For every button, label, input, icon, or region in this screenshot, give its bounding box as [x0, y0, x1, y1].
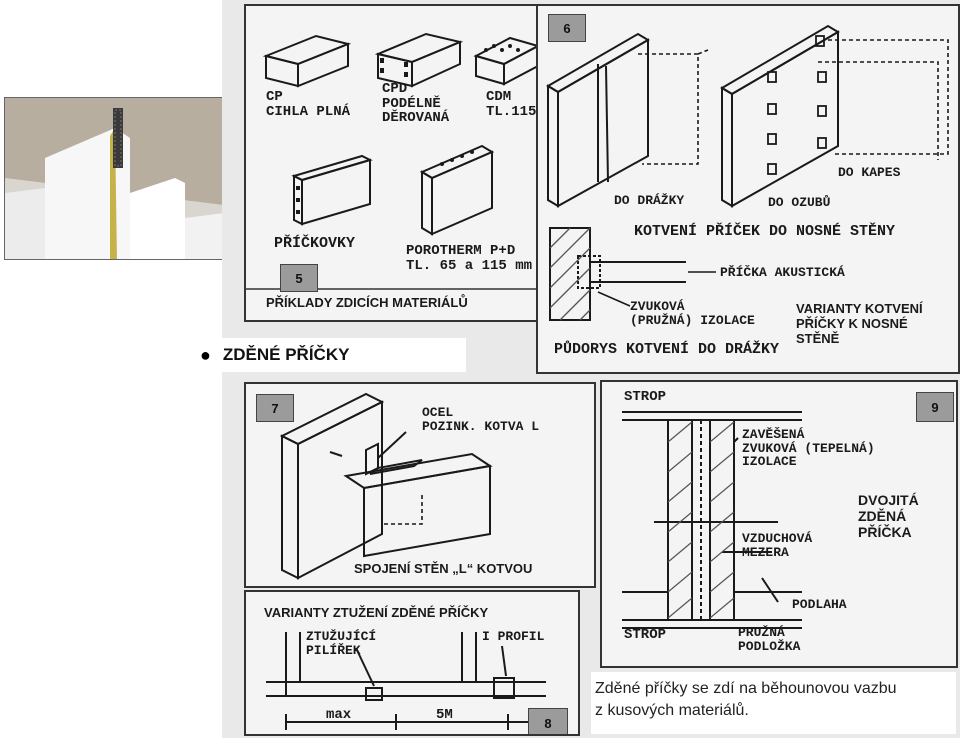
panel-8-drawing [266, 632, 546, 730]
label-ztuzujici-pilirek: ZTUŽUJÍCÍ PILÍŘEK [306, 629, 377, 658]
label-strop-top: STROP [624, 389, 667, 405]
label-kotveni: KOTVENÍ PŘÍČEK DO NOSNÉ STĚNY [634, 223, 896, 240]
label-ocel-kotva: OCEL POZINK. KOTVA L [422, 405, 540, 434]
panel-9-number: 9 [916, 392, 954, 422]
panel-8-title: VARIANTY ZTUŽENÍ ZDĚNÉ PŘÍČKY [264, 605, 489, 620]
panel-8-reinforcement: VARIANTY ZTUŽENÍ ZDĚNÉ PŘÍČKY ZTUŽUJÍCÍ … [244, 590, 580, 736]
panel-7-l-anchor: 7 OCEL POZINK. KOTVA L SPOJENÍ STĚN „L“ … [244, 382, 596, 588]
panel-9-drawing [622, 411, 802, 629]
label-zvukova-izolace: ZVUKOVÁ (PRUŽNÁ) IZOLACE [630, 299, 755, 328]
photo-illustration [5, 98, 246, 259]
label-porotherm: POROTHERM P+D TL. 65 a 115 mm [406, 243, 533, 274]
label-cp: CP CIHLA PLNÁ [266, 89, 351, 120]
photo-partition-anchor [4, 97, 247, 260]
label-pricka-akusticka: PŘÍČKA AKUSTICKÁ [720, 265, 845, 280]
panel-9-double-wall: STROP 9 ZAVĚŠENÁ ZVUKOVÁ (TEPELNÁ) IZOLA… [600, 380, 958, 668]
panel-5-materials: 5 CP CIHLA PLNÁ CPD PODÉLNĚ DĚROVANÁ CDM… [244, 4, 542, 322]
panel-6-drawing [546, 24, 949, 321]
label-do-drazky: DO DRÁŽKY [614, 193, 685, 208]
label-do-kapes: DO KAPES [838, 165, 901, 180]
caption: Zděné příčky se zdí na běhounovou vazbu … [591, 672, 956, 734]
label-max: max [326, 707, 352, 723]
panel-9-title: DVOJITÁ ZDĚNÁ PŘÍČKA [858, 492, 919, 541]
panel-5-number: 5 [280, 264, 318, 292]
label-5m: 5M [436, 707, 453, 723]
bullet-dot-icon: ● [200, 344, 211, 365]
label-prickovky: PŘÍČKOVKY [274, 235, 356, 252]
caption-line-2: z kusových materiálů. [595, 702, 749, 719]
label-cpd: CPD PODÉLNĚ DĚROVANÁ [382, 81, 450, 127]
panel-7-drawing [279, 392, 493, 580]
panel-5-title: PŘÍKLADY ZDICÍCH MATERIÁLŮ [266, 295, 468, 310]
panel-8-number: 8 [528, 708, 568, 734]
label-strop-bottom: STROP [624, 627, 667, 643]
label-zavesena-izolace: ZAVĚŠENÁ ZVUKOVÁ (TEPELNÁ) IZOLACE [742, 427, 875, 470]
panel-6-anchoring: 6 DO DRÁŽKY DO OZUBŮ DO KAPES KOTVENÍ PŘ… [536, 4, 960, 374]
panel-6-title: VARIANTY KOTVENÍ PŘÍČKY K NOSNÉ STĚNĚ [796, 301, 923, 346]
label-pruzna-podlozka: PRUŽNÁ PODLOŽKA [738, 625, 801, 654]
panel-7-number: 7 [256, 394, 294, 422]
bullet-heading: ● ZDĚNÉ PŘÍČKY [196, 338, 466, 372]
label-i-profil: I PROFIL [482, 629, 545, 644]
panel-6-number: 6 [548, 14, 586, 42]
label-vzduchova-mezera: VZDUCHOVÁ MEZERA [742, 531, 813, 560]
caption-line-1: Zděné příčky se zdí na běhounovou vazbu [595, 680, 897, 697]
label-cdm: CDM TL.115 [486, 89, 537, 120]
panel-7-title: SPOJENÍ STĚN „L“ KOTVOU [354, 561, 533, 576]
bullet-heading-text: ZDĚNÉ PŘÍČKY [222, 345, 350, 364]
label-pudorys: PŮDORYS KOTVENÍ DO DRÁŽKY [554, 341, 780, 358]
label-podlaha: PODLAHA [792, 597, 847, 612]
label-do-ozubu: DO OZUBŮ [768, 195, 831, 210]
